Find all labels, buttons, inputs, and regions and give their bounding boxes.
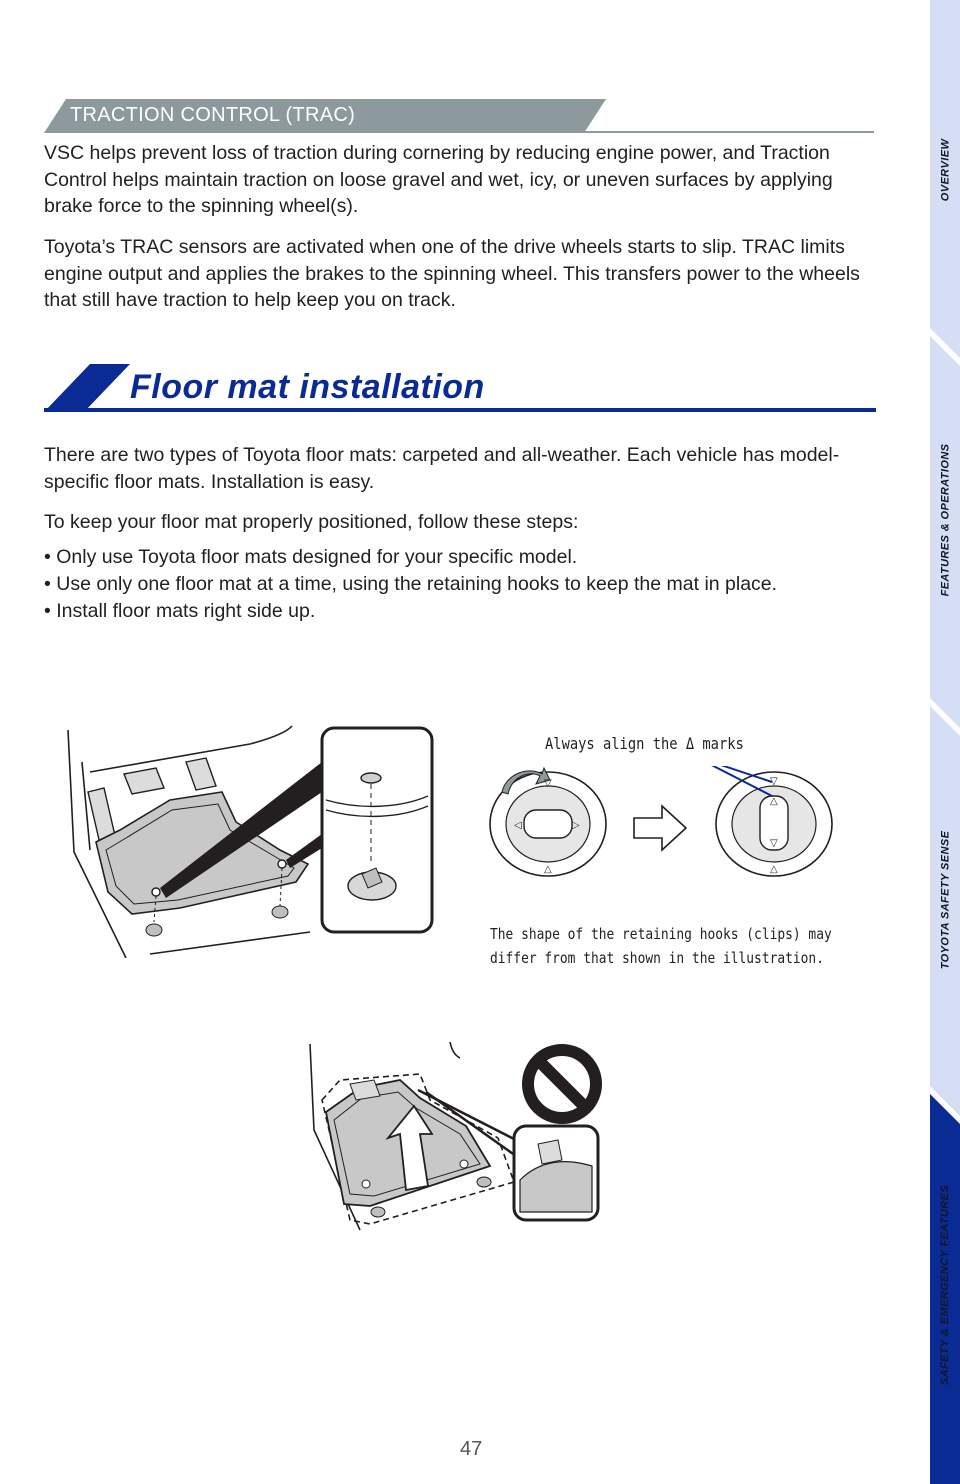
bullet-item: • Use only one floor mat at a time, usin… xyxy=(44,573,778,595)
bullet-item: • Only use Toyota floor mats designed fo… xyxy=(44,546,578,568)
floor-mat-header-slant xyxy=(44,364,130,412)
floor-mat-bullet-list: • Only use Toyota floor mats designed fo… xyxy=(44,544,884,625)
tab-features-label: FEATURES & OPERATIONS xyxy=(939,443,951,597)
tab-tss-label: TOYOTA SAFETY SENSE xyxy=(939,830,952,970)
svg-text:△: △ xyxy=(544,864,552,875)
bullet-item: • Install floor mats right side up. xyxy=(44,600,316,622)
svg-text:△: △ xyxy=(770,796,778,807)
floor-mat-header-rule xyxy=(44,408,876,412)
tab-safety-label: SAFETY & EMERGENCY FEATURES xyxy=(939,1184,951,1386)
tab-toyota-safety-sense[interactable]: TOYOTA SAFETY SENSE xyxy=(930,810,960,990)
svg-text:▽: ▽ xyxy=(770,776,778,787)
section-sidebar: OVERVIEW FEATURES & OPERATIONS TOYOTA SA… xyxy=(930,0,960,1484)
sidebar-tab-shapes xyxy=(930,0,960,1484)
align-marks-callout: Always align the Δ marks xyxy=(545,734,744,753)
svg-text:◁: ◁ xyxy=(514,820,522,831)
trac-header-rule xyxy=(584,131,874,133)
tab-shape-tss xyxy=(930,706,960,1116)
svg-text:▽: ▽ xyxy=(770,838,778,849)
floor-mat-hooks-illustration xyxy=(67,725,434,958)
retaining-hooks-caption: The shape of the retaining hooks (clips)… xyxy=(490,925,832,967)
tab-features-operations[interactable]: FEATURES & OPERATIONS xyxy=(930,420,960,620)
tab-shape-features xyxy=(930,336,960,728)
incorrect-mat-illustration xyxy=(309,1041,602,1231)
clip-alignment-illustration: ▽ △ ◁ ▷ ▽ △ ▽ △ xyxy=(489,766,833,877)
floor-mat-paragraph-2: To keep your floor mat properly position… xyxy=(44,511,579,533)
trac-header-bar xyxy=(44,99,606,133)
svg-text:▷: ▷ xyxy=(572,820,580,831)
tab-overview-label: OVERVIEW xyxy=(939,138,951,202)
floor-mat-heading: Floor mat installation xyxy=(130,368,485,406)
tab-overview[interactable]: OVERVIEW xyxy=(930,110,960,230)
tab-shape-safety xyxy=(930,1094,960,1484)
page-number: 47 xyxy=(460,1438,483,1460)
trac-section-header: TRACTION CONTROL (TRAC) xyxy=(44,99,874,135)
trac-paragraph-1: VSC helps prevent loss of traction durin… xyxy=(44,142,833,217)
trac-paragraph-2: Toyota’s TRAC sensors are activated when… xyxy=(44,236,860,311)
svg-text:△: △ xyxy=(770,864,778,875)
tab-safety-emergency[interactable]: SAFETY & EMERGENCY FEATURES xyxy=(930,1160,960,1410)
tab-shape-overview xyxy=(930,0,960,358)
floor-mat-section-header: Floor mat installation xyxy=(44,364,876,416)
svg-text:▽: ▽ xyxy=(544,778,552,789)
trac-heading: TRACTION CONTROL (TRAC) xyxy=(70,104,356,126)
floor-mat-paragraph-1: There are two types of Toyota floor mats… xyxy=(44,444,840,493)
